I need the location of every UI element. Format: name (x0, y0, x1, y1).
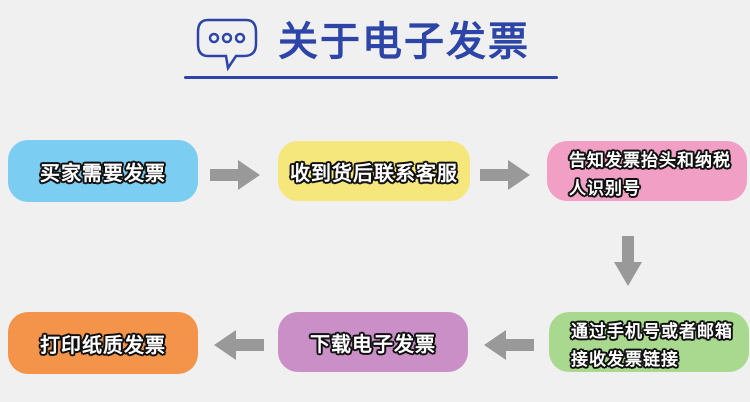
step-5-download-invoice: 下载电子发票 (278, 312, 468, 372)
step-3-label-line-2: 人识别号 (569, 179, 641, 199)
step-1-label: 买家需要发票 (40, 160, 166, 185)
step-3-provide-tax-info: 告知发票抬头和纳税 人识别号 (547, 141, 747, 201)
page-header: 关于电子发票 (190, 6, 560, 78)
arrow-right-icon (210, 160, 260, 190)
step-1-buyer-needs-invoice: 买家需要发票 (8, 140, 198, 202)
step-3-label-line-1: 告知发票抬头和纳税 (569, 151, 731, 171)
page-title: 关于电子发票 (278, 19, 530, 65)
step-4-label-line-1: 通过手机号或者邮箱 (571, 322, 733, 342)
chat-bubble-icon (196, 18, 258, 72)
step-4-receive-link: 通过手机号或者邮箱 接收发票链接 (549, 312, 749, 372)
step-6-print-invoice: 打印纸质发票 (8, 312, 198, 374)
arrow-left-icon (214, 330, 264, 360)
step-2-label: 收到货后联系客服 (290, 160, 458, 185)
arrow-left-icon (484, 330, 534, 360)
step-2-contact-service: 收到货后联系客服 (278, 141, 470, 201)
arrow-right-icon (480, 160, 530, 190)
title-underline (184, 76, 558, 79)
step-6-label: 打印纸质发票 (40, 332, 166, 357)
step-4-label-line-2: 接收发票链接 (571, 350, 679, 370)
step-5-label: 下载电子发票 (310, 331, 436, 356)
arrow-down-icon (614, 236, 642, 286)
